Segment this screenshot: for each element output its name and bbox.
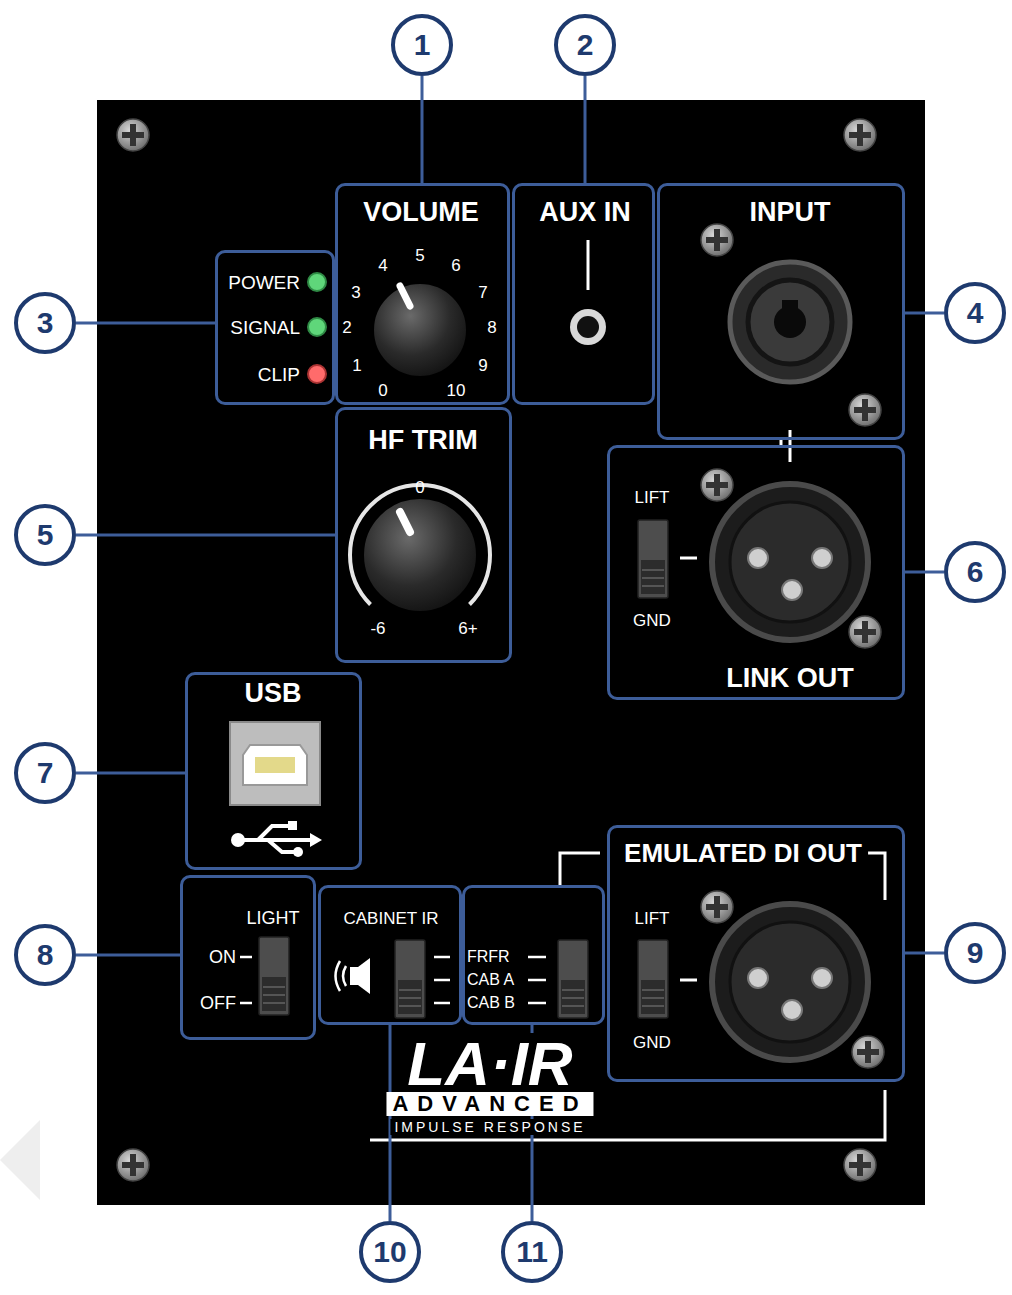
- panel-label: GND: [633, 612, 671, 629]
- leader-line: [76, 534, 335, 537]
- callout-number: 10: [373, 1237, 406, 1267]
- callout-number: 1: [414, 30, 431, 60]
- panel-label: 8: [487, 319, 496, 336]
- control-box: EMULATED DI OUT LIFT GND: [607, 825, 905, 1082]
- callout-number: 6: [967, 557, 984, 587]
- logo-text: IMPULSE RESPONSE: [390, 1119, 589, 1135]
- panel-label: INPUT: [750, 199, 831, 226]
- logo-text: ADVANCED: [386, 1092, 593, 1116]
- callout-circle: 2: [554, 14, 616, 76]
- panel-label: LIFT: [635, 910, 670, 927]
- control-box: VOLUME 01 2 3 4 5 6 7 8 9 10: [335, 183, 510, 405]
- panel-label: 10: [447, 382, 466, 399]
- callout-circle: 9: [944, 922, 1006, 984]
- control-box: LIFT GND LINK OUT: [607, 445, 905, 700]
- callout-number: 8: [37, 940, 54, 970]
- callout-number: 9: [967, 938, 984, 968]
- callout-number: 5: [37, 520, 54, 550]
- panel-label: OFF: [200, 994, 236, 1012]
- panel-label: LIGHT: [246, 909, 299, 927]
- panel-label: CAB B: [467, 995, 515, 1011]
- panel-label: GND: [633, 1034, 671, 1051]
- callout-circle: 7: [14, 742, 76, 804]
- callout-circle: 5: [14, 504, 76, 566]
- control-box: POWER SIGNAL CLIP: [215, 250, 335, 405]
- panel-label: 0: [415, 479, 424, 496]
- panel-label: VOLUME: [363, 199, 479, 226]
- callout-number: 11: [516, 1237, 548, 1267]
- callout-circle: 6: [944, 541, 1006, 603]
- panel-label: CABINET IR: [343, 910, 438, 927]
- leader-line: [76, 954, 180, 957]
- leader-line: [905, 312, 944, 315]
- control-box: FRFR CAB A CAB B: [462, 885, 605, 1025]
- control-box: LIGHT ON OFF: [180, 875, 316, 1040]
- panel-label: CLIP: [258, 365, 300, 384]
- panel-label: HF TRIM: [368, 427, 477, 454]
- panel-label: 9: [478, 357, 487, 374]
- panel-label: USB: [244, 680, 301, 707]
- callout-number: 2: [577, 30, 594, 60]
- panel-label: -6: [370, 620, 385, 637]
- leader-line: [905, 952, 944, 955]
- callout-circle: 10: [359, 1221, 421, 1283]
- logo-text: LA·IR: [403, 1033, 576, 1095]
- callout-circle: 8: [14, 924, 76, 986]
- panel-label: 2: [342, 319, 351, 336]
- leader-line: [905, 571, 944, 574]
- panel-label: 0: [378, 382, 387, 399]
- panel-label: FRFR: [467, 949, 510, 965]
- control-box: HF TRIM 0 -6 6+: [335, 407, 512, 663]
- callout-number: 7: [37, 758, 54, 788]
- panel-label: 6+: [458, 620, 477, 637]
- control-box: INPUT: [657, 183, 905, 440]
- control-box: CABINET IR: [318, 885, 462, 1025]
- panel-label: EMULATED DI OUT: [618, 840, 868, 866]
- leader-line: [421, 76, 424, 183]
- panel-label: LINK OUT: [726, 665, 854, 692]
- callout-number: 4: [967, 298, 984, 328]
- callout-circle: 11: [501, 1221, 563, 1283]
- panel-label: 3: [351, 284, 360, 301]
- panel-label: AUX IN: [539, 199, 631, 226]
- control-box: USB: [185, 672, 362, 870]
- panel-label: SIGNAL: [230, 318, 300, 337]
- panel-label: 7: [478, 284, 487, 301]
- panel-label: 1: [352, 357, 361, 374]
- rear-panel: [97, 100, 925, 1205]
- panel-label: 6: [451, 257, 460, 274]
- panel-label: 5: [415, 247, 424, 264]
- callout-circle: 1: [391, 14, 453, 76]
- callout-circle: 4: [944, 282, 1006, 344]
- callout-number: 3: [37, 308, 54, 338]
- leader-line: [76, 322, 215, 325]
- panel-label: POWER: [228, 273, 300, 292]
- panel-label: CAB A: [467, 972, 514, 988]
- callout-circle: 3: [14, 292, 76, 354]
- control-box: AUX IN: [512, 183, 655, 405]
- panel-label: LIFT: [635, 489, 670, 506]
- panel-label: ON: [209, 948, 236, 966]
- leader-line: [584, 76, 587, 183]
- leader-line: [76, 772, 185, 775]
- panel-label: 4: [378, 257, 387, 274]
